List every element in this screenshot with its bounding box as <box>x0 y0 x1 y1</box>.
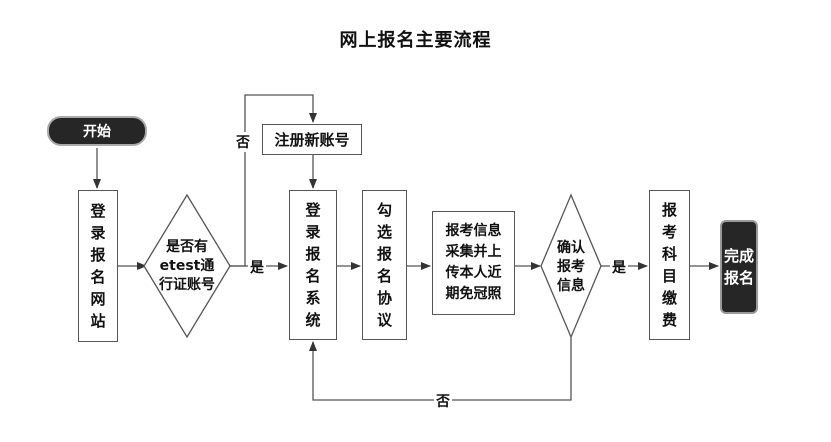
node-login-system: 登录报名系统 <box>289 190 337 340</box>
page-title: 网上报名主要流程 <box>339 30 492 51</box>
node-start: 开始 <box>47 116 147 146</box>
edge-label-yes-1: 是 <box>248 257 266 277</box>
edge-label-yes-2: 是 <box>610 257 628 277</box>
node-login-site-label: 登录报名网站 <box>90 202 106 330</box>
edge-label-no-1: 否 <box>234 132 252 152</box>
decision-has-account <box>143 193 231 339</box>
node-has-account-label: 是否有 etest通 行证账号 <box>159 238 215 293</box>
node-register: 注册新账号 <box>262 124 362 155</box>
node-pay-label: 报考科目缴费 <box>662 201 678 329</box>
node-pay: 报考科目缴费 <box>649 190 690 340</box>
node-login-system-label: 登录报名系统 <box>305 201 321 329</box>
node-complete: 完成 报名 <box>720 220 758 314</box>
edge-diamond-no <box>230 94 317 267</box>
node-login-site: 登录报名网站 <box>78 190 118 342</box>
node-confirm-label: 确认 报考 信息 <box>557 239 585 294</box>
node-agreement: 勾选报名协议 <box>362 190 407 340</box>
node-upload-photo: 报考信息 采集并上 传本人近 期免冠照 <box>432 211 515 315</box>
edge-label-no-2: 否 <box>434 391 452 411</box>
node-agreement-label: 勾选报名协议 <box>377 201 393 329</box>
